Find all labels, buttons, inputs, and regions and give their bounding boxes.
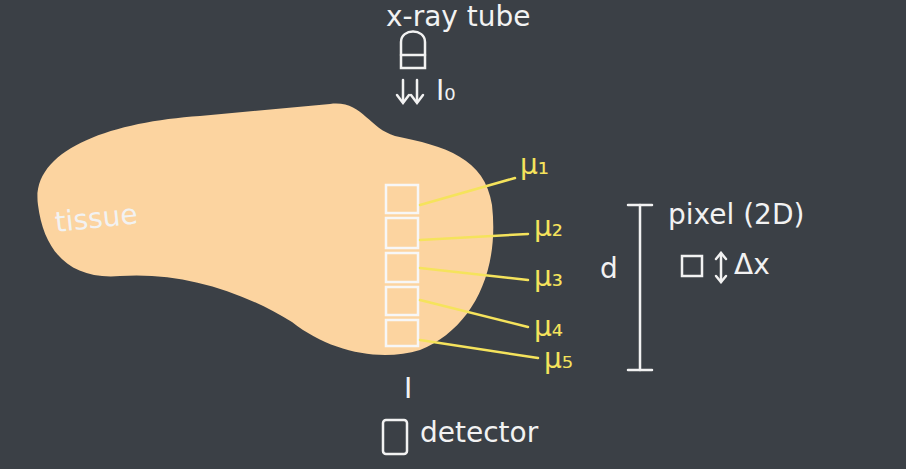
dimension-bracket [628,205,652,370]
tissue-outline [37,104,493,355]
dimension-label: d [600,254,618,285]
pixel-column [386,185,418,346]
device-label: detector [420,418,538,449]
leader-lines [420,178,538,358]
detector-symbol [383,420,407,454]
device-label: x-ray tube [386,2,531,33]
attenuation-label: μ₅ [544,344,573,375]
pixel-symbol [682,253,726,282]
pixel-label: pixel (2D) [668,200,804,231]
intensity-label: I₀ [436,76,455,107]
dimension-label: Δx [734,250,770,281]
x-ray-tube-icon [401,32,425,69]
attenuation-label: μ₁ [520,150,549,181]
intensity-label: I [404,374,412,405]
attenuation-label: μ₄ [534,312,563,343]
beam-arrows [397,80,423,103]
attenuation-label: μ₃ [534,262,563,293]
attenuation-label: μ₂ [534,212,563,243]
